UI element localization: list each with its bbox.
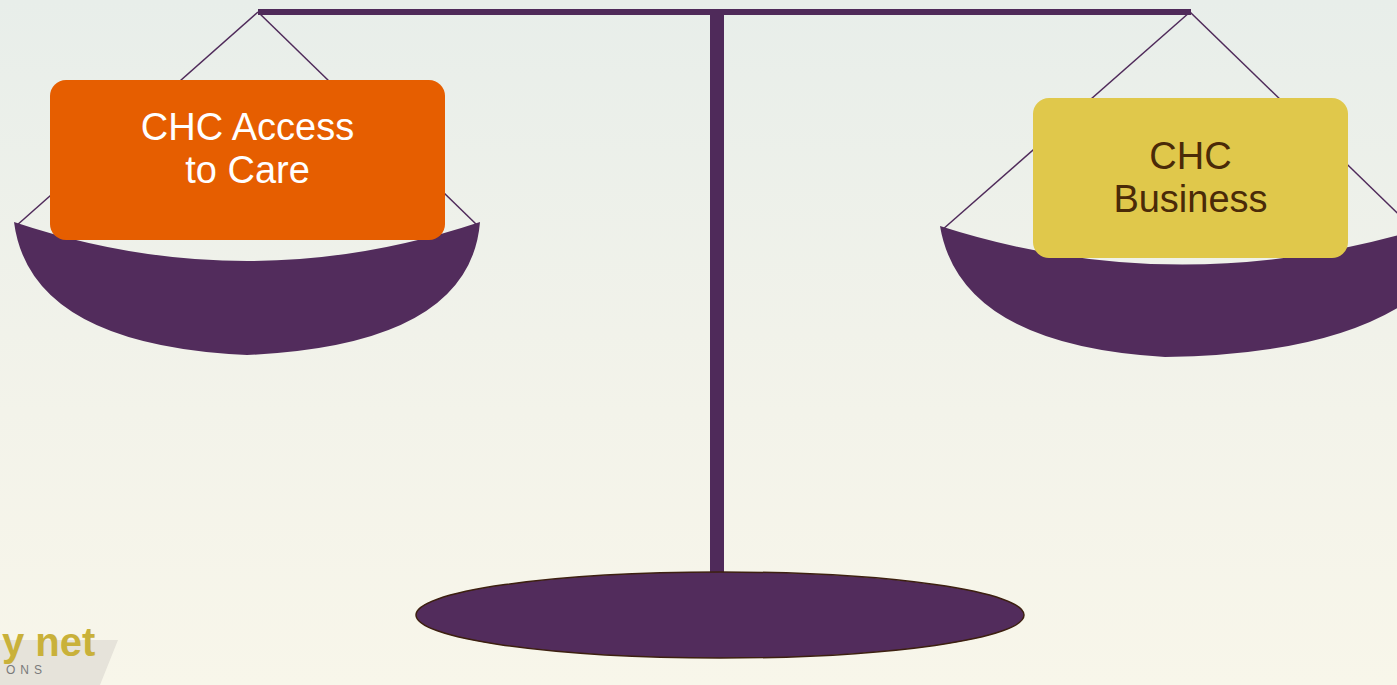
- scale-base: [416, 572, 1024, 658]
- box-label: CHC Access to Care: [128, 106, 368, 191]
- box-label: CHC Business: [1086, 135, 1296, 220]
- label-box: CHC Business: [1033, 98, 1348, 258]
- scale-stem: [710, 10, 724, 580]
- logo-text: y net: [2, 622, 95, 662]
- label-box: CHC Access to Care: [50, 80, 445, 240]
- scale-pan: [14, 222, 480, 355]
- scale-beam: [258, 9, 1191, 15]
- logo-text: ONS: [6, 664, 47, 676]
